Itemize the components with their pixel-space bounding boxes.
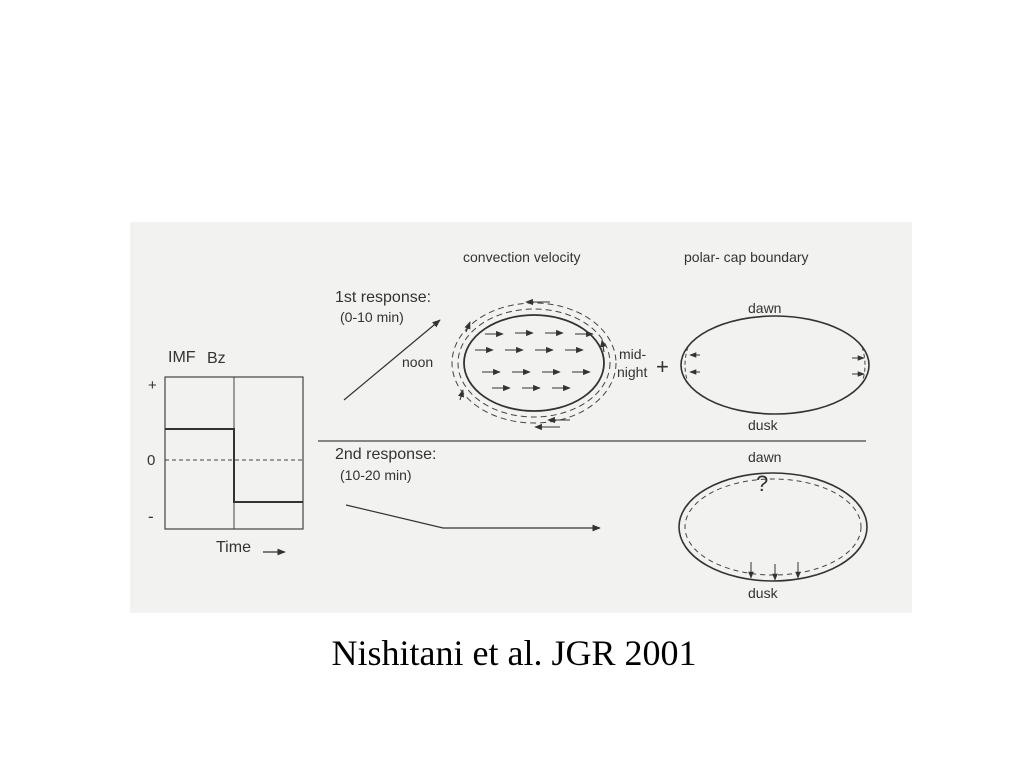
first-response-label: 1st response:	[335, 289, 431, 306]
question-mark: ?	[756, 471, 768, 496]
midnight-label-line2: night	[617, 364, 647, 380]
convection-mid-dashed	[457, 308, 611, 418]
time-label: Time	[216, 539, 251, 556]
imf-bz-plot: IMF Bz + 0 - Time	[147, 349, 304, 556]
noon-label: noon	[402, 354, 433, 370]
plus-sign: +	[656, 354, 669, 379]
axis-minus-label: -	[148, 507, 154, 526]
figure-panel: IMF Bz + 0 - Time convection velocity po…	[130, 222, 912, 613]
second-response-time: (10-20 min)	[340, 467, 412, 483]
diagram-svg: IMF Bz + 0 - Time convection velocity po…	[147, 249, 870, 601]
dusk-label-second: dusk	[748, 585, 779, 601]
midnight-label-line1: mid-	[619, 346, 647, 362]
bz-step-line	[165, 428, 303, 503]
convection-outer-dashed	[451, 302, 617, 424]
axis-zero-label: 0	[147, 452, 155, 469]
second-response-arrow-icon	[345, 504, 601, 532]
first-response-time: (0-10 min)	[340, 309, 404, 325]
polar-cap-ellipse-second	[678, 472, 868, 582]
convection-ellipse	[463, 314, 605, 412]
dusk-label-first: dusk	[748, 417, 779, 433]
polar-cap-second: dawn ? dusk	[678, 449, 868, 601]
axis-plus-label: +	[148, 377, 157, 394]
dawn-label-second: dawn	[748, 449, 781, 465]
polar-cap-dashed-second	[684, 478, 862, 576]
imf-label: IMF	[168, 349, 196, 366]
first-response-arrow-icon	[343, 319, 441, 401]
polar-cap-first: dawn dusk	[680, 300, 870, 433]
convection-pattern: noon mid- night +	[402, 298, 669, 431]
citation: Nishitani et al. JGR 2001	[331, 633, 697, 673]
second-response-label: 2nd response:	[335, 446, 436, 463]
polar-cap-title: polar- cap boundary	[684, 249, 809, 265]
dawn-label-first: dawn	[748, 300, 781, 316]
convection-velocity-title: convection velocity	[463, 249, 581, 265]
polar-cap-ellipse-first	[680, 315, 870, 415]
bz-label: Bz	[207, 350, 226, 367]
